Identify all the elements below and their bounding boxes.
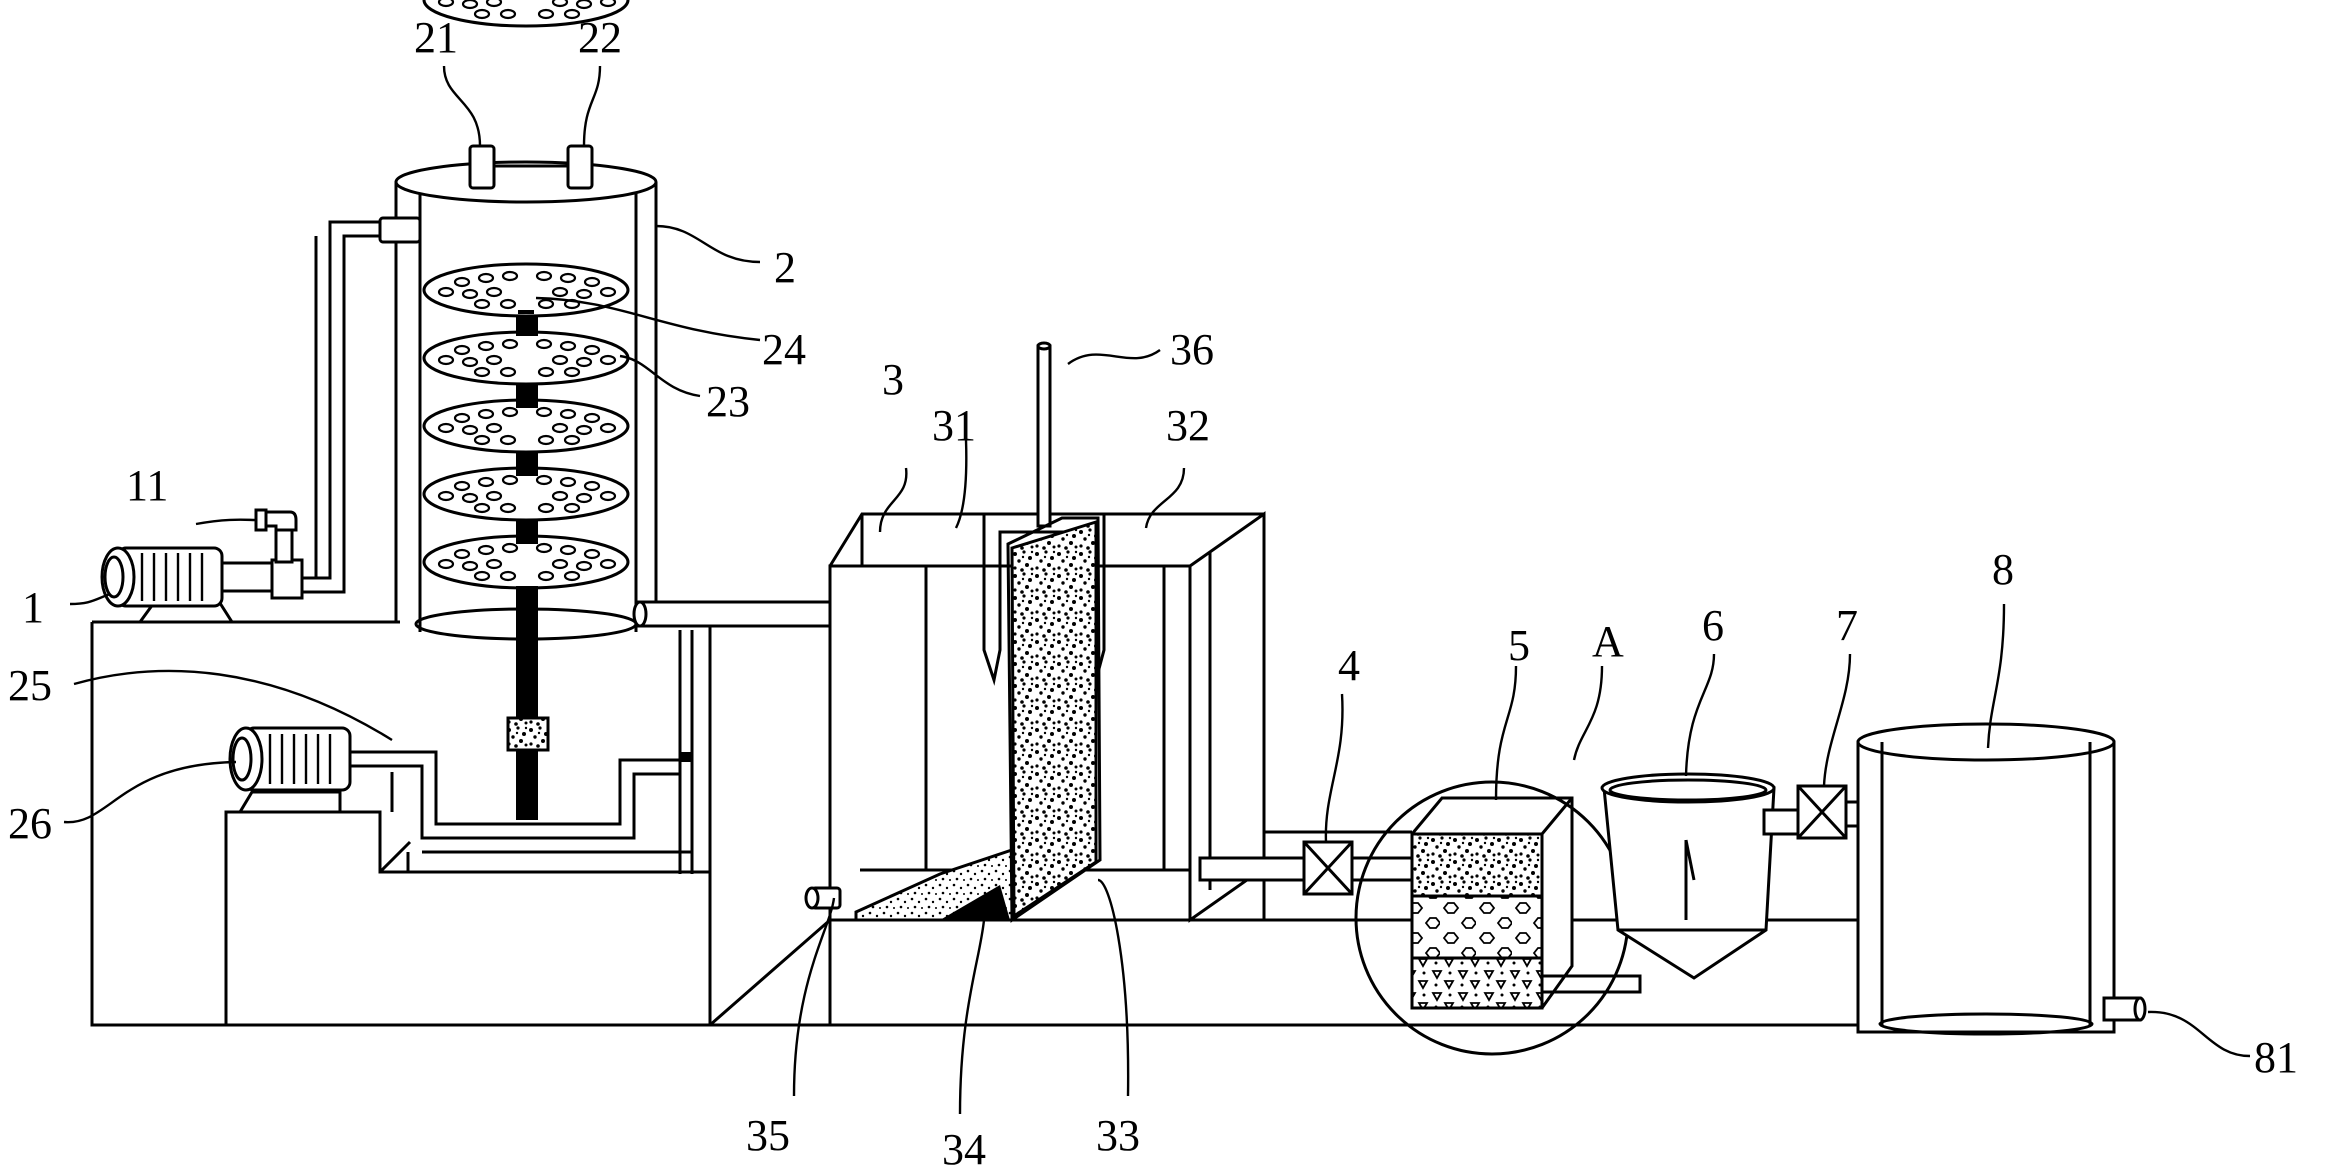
label-32: 32 — [1166, 401, 1210, 450]
label-24: 24 — [762, 325, 806, 374]
label-11: 11 — [126, 461, 168, 510]
label-5: 5 — [1508, 621, 1530, 670]
label-26: 26 — [8, 799, 52, 848]
cone-tank-6 — [1542, 772, 1800, 994]
label-25: 25 — [8, 661, 52, 710]
leader-lines — [63, 65, 2251, 1115]
filter-box-5 — [1410, 796, 1574, 1010]
reactor-to-tank-pipe — [632, 600, 861, 628]
pump-1 — [100, 508, 304, 624]
label-8: 8 — [1992, 545, 2014, 594]
label-4: 4 — [1338, 641, 1360, 690]
reference-numerals: 21 22 2 24 23 11 1 25 26 3 31 32 36 35 3… — [8, 13, 2298, 1173]
settling-tank-3 — [804, 341, 1266, 923]
label-6: 6 — [1702, 601, 1724, 650]
storage-tank-8 — [1856, 722, 2147, 1036]
label-31: 31 — [932, 401, 976, 450]
label-21: 21 — [414, 13, 458, 62]
label-23: 23 — [706, 377, 750, 426]
label-1: 1 — [22, 583, 44, 632]
label-35: 35 — [746, 1111, 790, 1160]
label-7: 7 — [1836, 601, 1858, 650]
label-3: 3 — [882, 355, 904, 404]
pipe-25 — [350, 630, 694, 874]
label-22: 22 — [578, 13, 622, 62]
label-2: 2 — [774, 243, 796, 292]
label-34: 34 — [942, 1125, 986, 1173]
label-81: 81 — [2254, 1033, 2298, 1082]
label-33: 33 — [1096, 1111, 1140, 1160]
label-36: 36 — [1170, 325, 1214, 374]
label-A: A — [1592, 617, 1624, 666]
pump-26 — [228, 726, 352, 814]
perforated-discs-23 — [422, 0, 630, 28]
